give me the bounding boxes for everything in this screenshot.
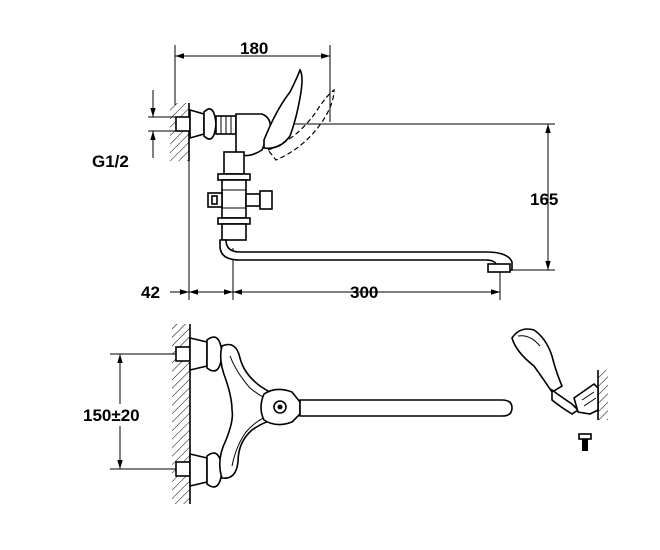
shower-head [511, 328, 564, 394]
lever-handle [263, 68, 303, 150]
inlet-pipe [175, 116, 191, 132]
lower-collar [217, 217, 251, 225]
inlet-lower-nut [189, 452, 208, 488]
spout [219, 239, 513, 271]
lever-alt-position [267, 88, 335, 161]
dim-label-300: 300 [350, 283, 378, 302]
shower-holder-detail [511, 328, 608, 451]
inlet-upper-nut [189, 336, 208, 372]
wall-hatch-detail [598, 370, 608, 420]
shower-outlet [245, 193, 261, 207]
dim-label-42: 42 [141, 283, 160, 302]
dim-label-180: 180 [240, 39, 268, 58]
inlet-upper-pipe [175, 346, 191, 362]
dim-label-thread: G1/2 [92, 152, 129, 171]
mixer-body [235, 113, 272, 157]
mixer-body-top [218, 343, 283, 479]
dim-label-165: 165 [530, 190, 558, 209]
escutcheon [203, 108, 217, 140]
shower-bracket [573, 382, 599, 415]
inlet-lower-pipe [175, 461, 191, 477]
wall-hatch-bottom [172, 324, 190, 504]
side-view: 180 G1/2 165 42 300 [92, 39, 558, 302]
diverter-body [221, 179, 247, 219]
dim-label-150: 150±20 [83, 406, 140, 425]
spout-top [299, 399, 513, 417]
stem-upper [223, 151, 245, 175]
inlet-upper-escutcheon [206, 336, 223, 372]
top-view: 150±20 [80, 324, 513, 504]
stem-collar [217, 173, 251, 181]
spout-joint [221, 223, 247, 241]
screw-head [578, 433, 592, 440]
screw-shank [582, 439, 588, 451]
aerator [487, 263, 511, 273]
shower-nut [259, 190, 273, 210]
inlet-nut [189, 108, 205, 140]
shower-handle [551, 388, 580, 415]
wall-hatch-top [170, 103, 189, 161]
